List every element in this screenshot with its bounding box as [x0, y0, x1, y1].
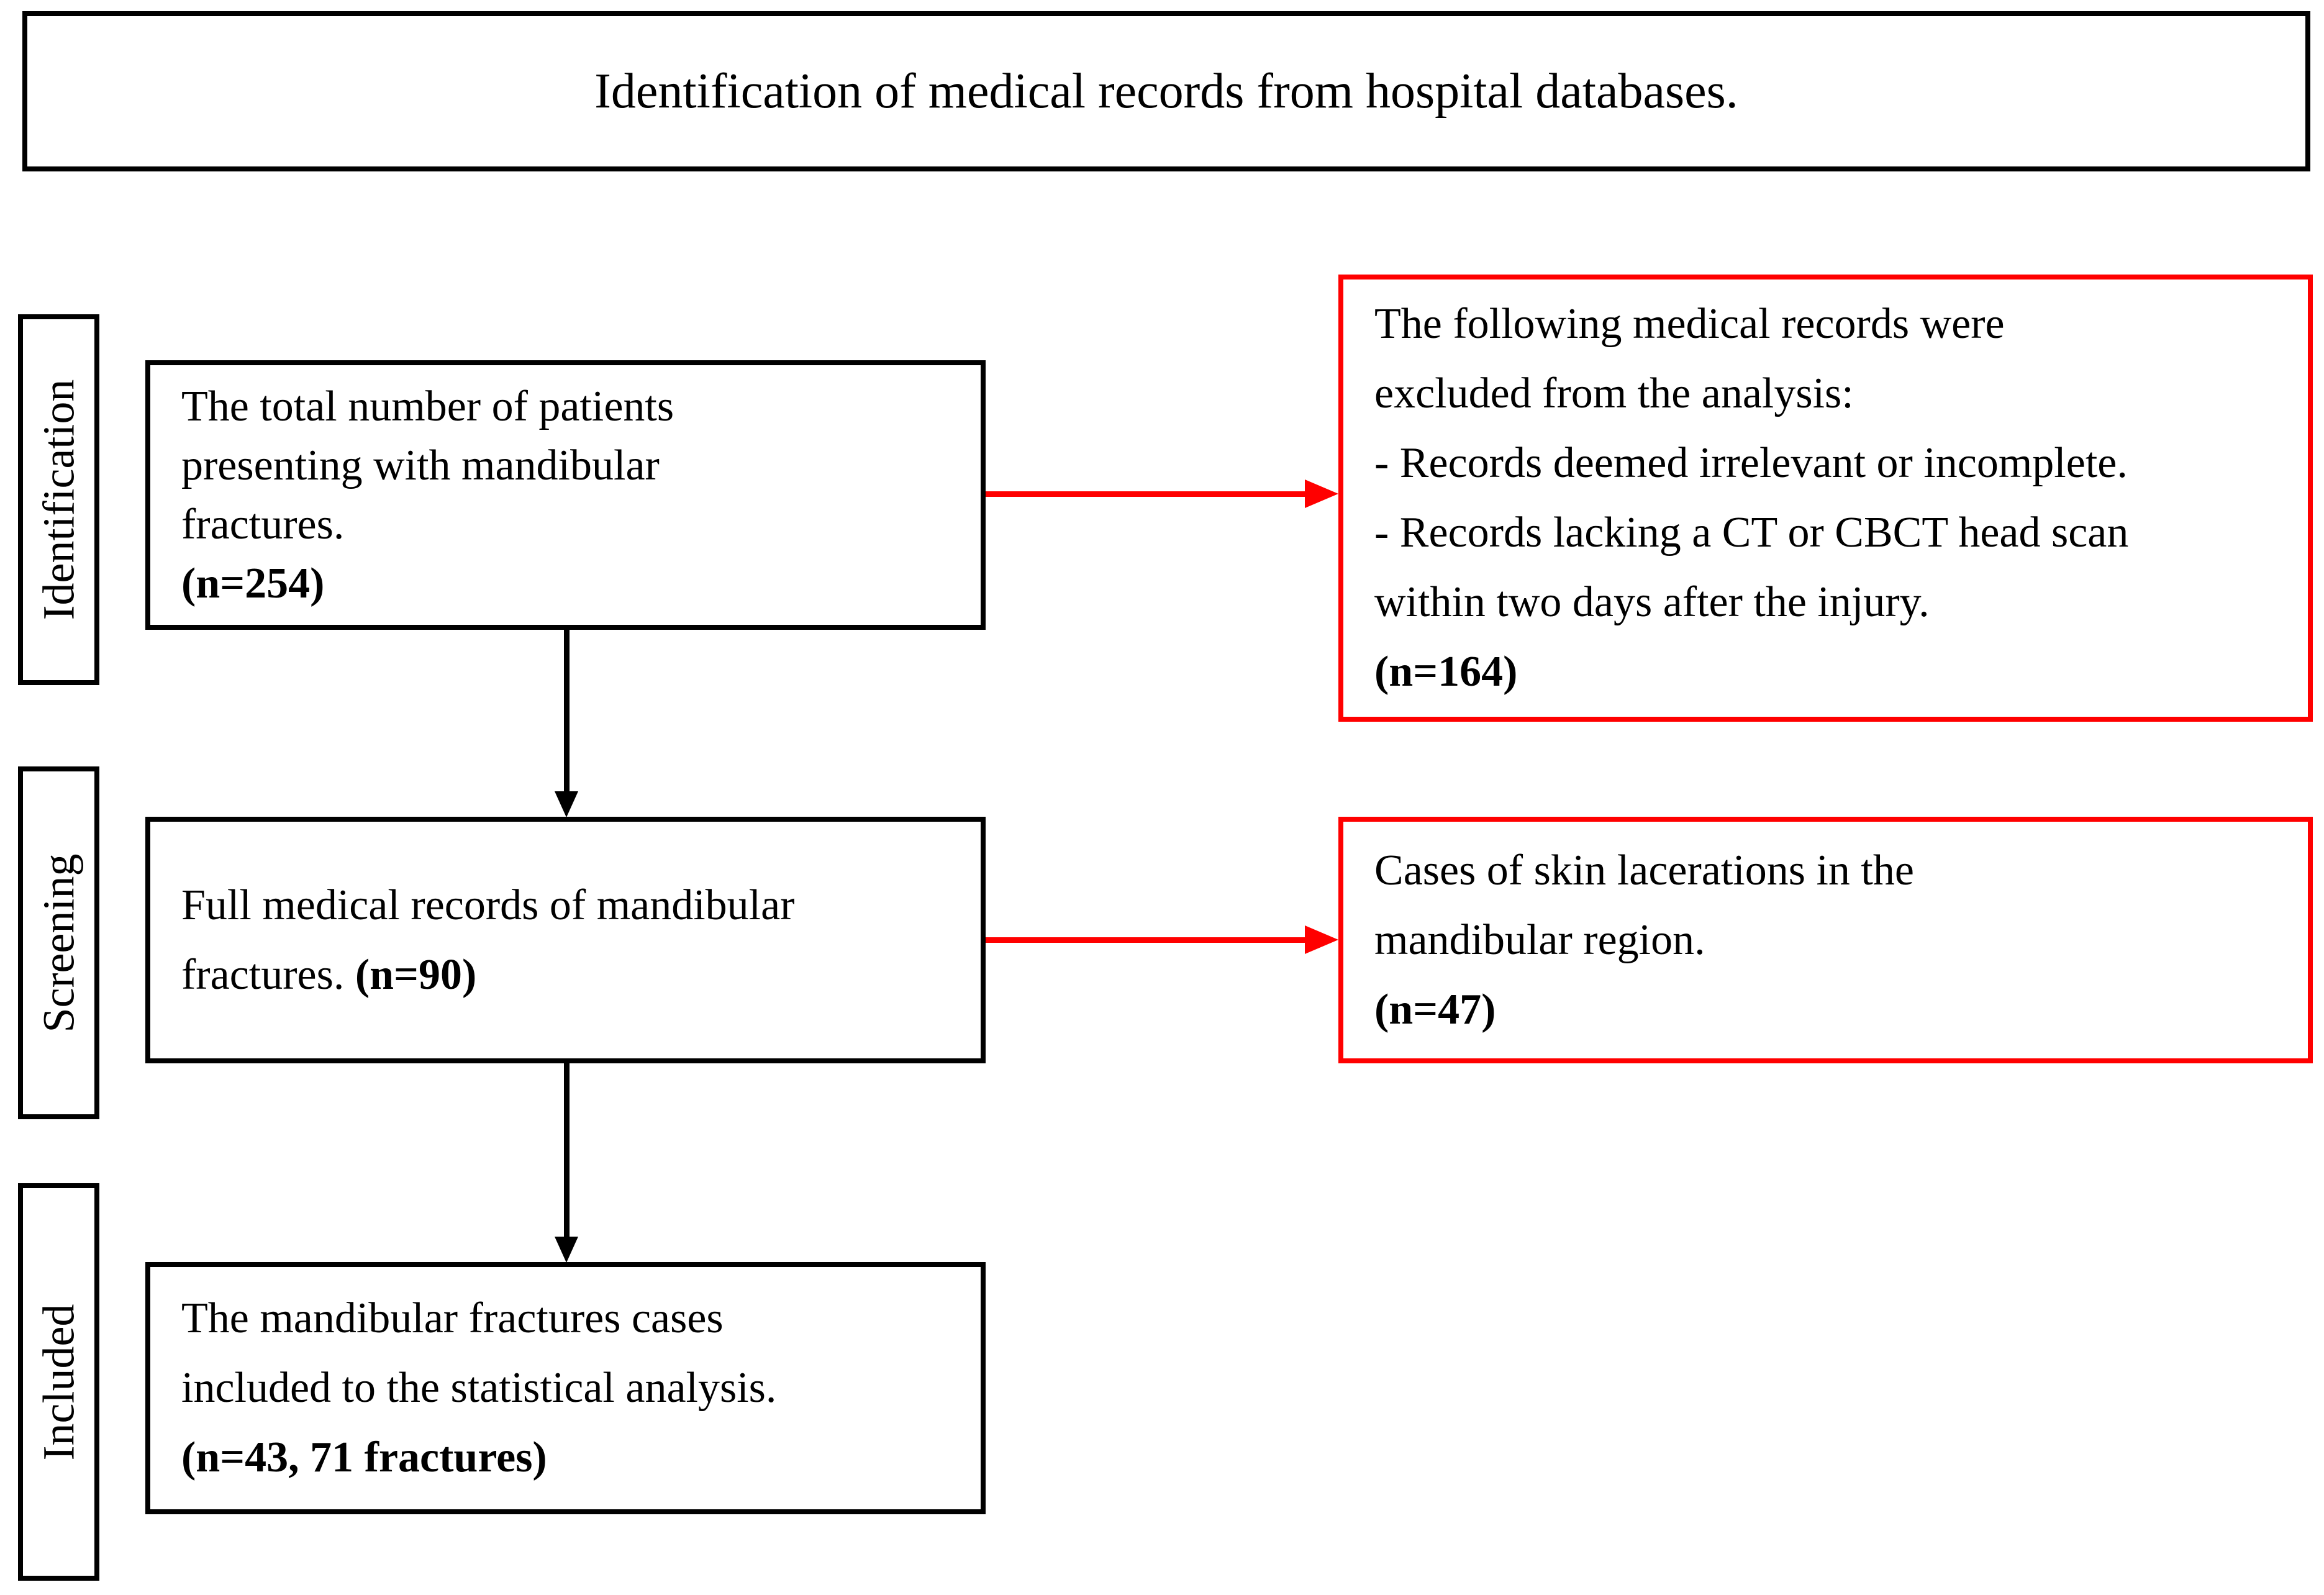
excluded-lacerations-box: Cases of skin lacerations in the mandibu… — [1338, 817, 2313, 1063]
down-arrow-2-shaft — [564, 1063, 570, 1238]
count-value: (n=254) — [181, 560, 325, 607]
stage-label-screening: Screening — [34, 853, 83, 1032]
down-arrow-1-head-icon — [555, 791, 578, 817]
text-line: - Records lacking a CT or CBCT head scan — [1374, 509, 2129, 557]
exclusion-arrow-2-head-icon — [1305, 925, 1338, 954]
text-line: fractures. (n=90) — [181, 940, 962, 1010]
title-box: Identification of medical records from h… — [22, 11, 2310, 171]
count-value: (n=164) — [1374, 648, 1518, 696]
full-records-box: Full medical records of mandibular fract… — [145, 817, 986, 1063]
text-line: presenting with mandibular — [181, 442, 660, 489]
text-line: - Records deemed irrelevant or incomplet… — [1374, 439, 2128, 487]
text-line: The following medical records were — [1374, 300, 2005, 348]
stage-box-identification: Identification — [18, 314, 99, 685]
text-line: The total number of patients — [181, 383, 674, 430]
diagram-title: Identification of medical records from h… — [594, 63, 1738, 119]
stage-label-identification: Identification — [34, 379, 83, 620]
count-value: (n=43, 71 fractures) — [181, 1434, 547, 1481]
count-value: (n=90) — [355, 950, 477, 999]
down-arrow-1-shaft — [564, 630, 570, 793]
text-line: included to the statistical analysis. — [181, 1364, 777, 1412]
exclusion-arrow-1-shaft — [986, 491, 1307, 497]
text-line: excluded from the analysis: — [1374, 370, 1854, 417]
text-fragment: fractures. — [181, 950, 345, 999]
exclusion-arrow-2-shaft — [986, 937, 1307, 943]
exclusion-arrow-1-head-icon — [1305, 479, 1338, 508]
included-cases-box: The mandibular fractures cases included … — [145, 1262, 986, 1514]
text-line: fractures. — [181, 501, 345, 548]
count-value: (n=47) — [1374, 985, 1496, 1034]
total-patients-box: The total number of patients presenting … — [145, 360, 986, 630]
text-line: Cases of skin lacerations in the — [1374, 846, 1914, 894]
stage-box-screening: Screening — [18, 766, 99, 1119]
text-line: within two days after the injury. — [1374, 578, 1930, 626]
text-line: mandibular region. — [1374, 916, 1705, 964]
stage-label-included: Included — [34, 1304, 83, 1460]
excluded-records-box: The following medical records were exclu… — [1338, 275, 2313, 722]
text-line: The mandibular fractures cases — [181, 1294, 724, 1342]
stage-box-included: Included — [18, 1183, 99, 1581]
text-line: Full medical records of mandibular — [181, 881, 795, 929]
down-arrow-2-head-icon — [555, 1237, 578, 1263]
